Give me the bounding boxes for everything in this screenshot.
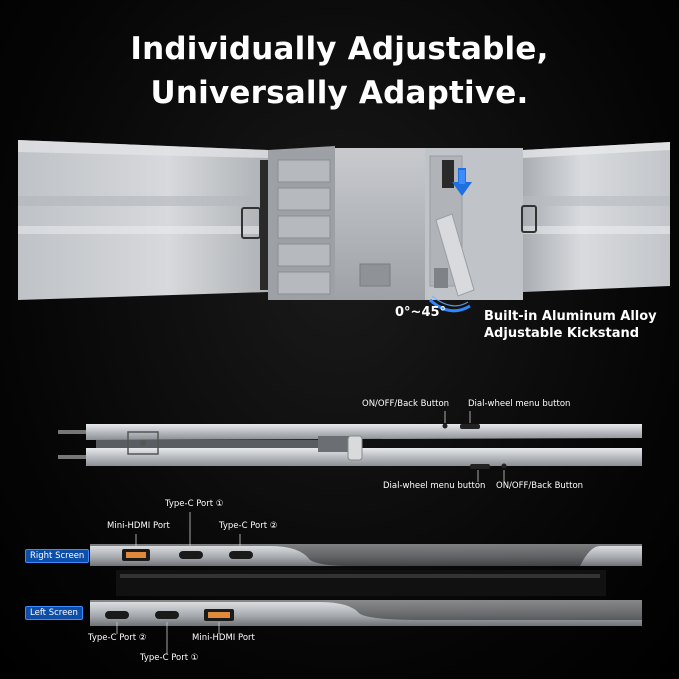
headline-line-1: Individually Adjustable, — [130, 31, 549, 67]
side-profile-view — [58, 423, 642, 469]
typec-port-1-right — [179, 551, 203, 559]
label-right-typec-1: Type-C Port ① — [165, 499, 224, 509]
left-screen-edge — [90, 600, 642, 626]
label-right-typec-2: Type-C Port ② — [219, 521, 278, 531]
label-right-mini-hdmi: Mini-HDMI Port — [107, 521, 170, 531]
power-button-top — [442, 423, 448, 429]
kickstand — [428, 168, 475, 313]
power-button-bottom — [501, 463, 507, 469]
label-dial-bottom: Dial-wheel menu button — [383, 481, 486, 491]
label-left-mini-hdmi: Mini-HDMI Port — [192, 633, 255, 643]
kickstand-label-line-2: Adjustable Kickstand — [484, 326, 640, 341]
right-screen-edge — [90, 544, 642, 596]
dial-wheel-top — [460, 424, 480, 429]
kickstand-label-line-1: Built-in Aluminum Alloy — [484, 309, 657, 324]
kickstand-angle: 0°~45° — [395, 305, 447, 320]
label-left-typec-2: Type-C Port ② — [88, 633, 147, 643]
right-screen-badge: Right Screen — [25, 549, 90, 564]
label-onoff-top: ON/OFF/Back Button — [362, 399, 450, 409]
left-screen-badge: Left Screen — [25, 606, 83, 621]
right-wing-panel — [521, 142, 670, 292]
typec-port-2-right — [229, 551, 253, 559]
headline-line-2: Universally Adaptive. — [150, 75, 529, 111]
down-arrow-icon — [452, 168, 472, 196]
typec-port-2-left — [105, 611, 129, 619]
typec-port-1-left — [155, 611, 179, 619]
dial-wheel-bottom — [470, 464, 490, 469]
label-left-typec-1: Type-C Port ① — [140, 653, 199, 663]
label-onoff-bottom: ON/OFF/Back Button — [496, 481, 584, 491]
label-dial-top: Dial-wheel menu button — [468, 399, 571, 409]
leader-lines — [116, 411, 505, 654]
center-back-body — [268, 146, 523, 300]
left-wing-panel — [18, 140, 270, 300]
